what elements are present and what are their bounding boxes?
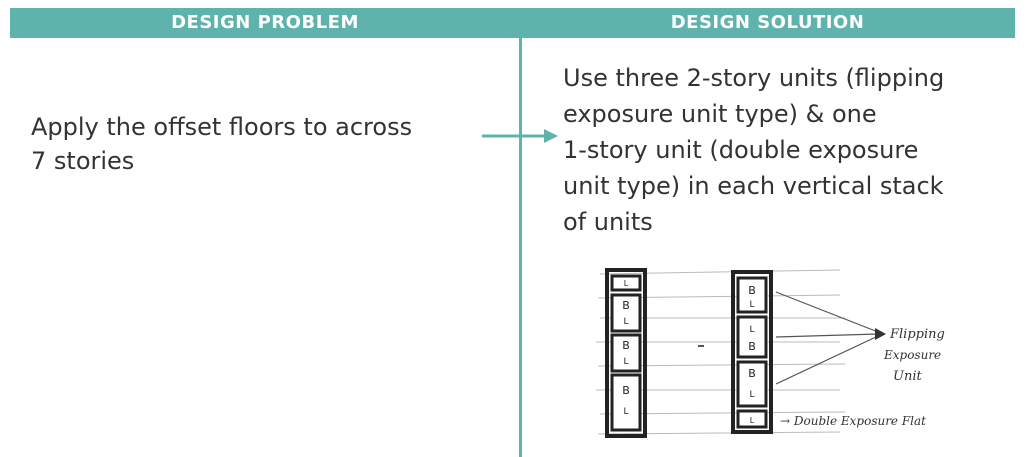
unit-letter: L <box>749 300 754 310</box>
problem-line: Apply the offset floors to across <box>31 113 413 141</box>
exposure-label: Exposure <box>883 348 941 362</box>
unit-letter: B <box>622 339 630 352</box>
unit-letter: L <box>749 390 754 400</box>
arrow-right-icon <box>482 129 558 143</box>
solution-line: unit type) in each vertical stack <box>563 172 944 200</box>
converging-arrows <box>775 291 879 385</box>
left-unit-stack: L B L B L B L <box>605 268 647 438</box>
unit-label: Unit <box>893 369 922 384</box>
unit-letter: L <box>749 325 754 335</box>
unit-letter: L <box>623 407 628 417</box>
unit-letter: L <box>624 279 629 288</box>
problem-statement: Apply the offset floors to across 7 stor… <box>31 110 481 178</box>
arrowhead-icon <box>875 328 886 340</box>
unit-letter: L <box>750 416 755 425</box>
unit-stack-sketch: L B L B L B L B L L B B L L Flipping Exp… <box>596 268 945 438</box>
header-bar: DESIGN PROBLEM DESIGN SOLUTION <box>10 8 1015 38</box>
unit-letter: B <box>748 284 756 297</box>
flipping-label: Flipping <box>889 327 945 342</box>
design-solution-header: DESIGN SOLUTION <box>670 12 865 33</box>
design-problem-header: DESIGN PROBLEM <box>171 12 359 33</box>
unit-letter: B <box>622 384 630 397</box>
unit-letter: L <box>623 317 628 327</box>
solution-line: 1-story unit (double exposure <box>563 136 919 164</box>
solution-line: Use three 2-story units (flipping <box>563 64 945 92</box>
solution-statement: Use three 2-story units (flipping exposu… <box>563 60 1013 240</box>
unit-letter: B <box>748 367 756 380</box>
double-exposure-label: → Double Exposure Flat <box>780 414 926 428</box>
solution-line: exposure unit type) & one <box>563 100 877 128</box>
unit-letter: B <box>748 340 756 353</box>
right-unit-stack: B L L B B L L <box>731 270 773 434</box>
unit-letter: B <box>622 299 630 312</box>
problem-line: 7 stories <box>31 147 135 175</box>
solution-line: of units <box>563 208 653 236</box>
unit-letter: L <box>623 357 628 367</box>
column-divider <box>519 38 522 457</box>
